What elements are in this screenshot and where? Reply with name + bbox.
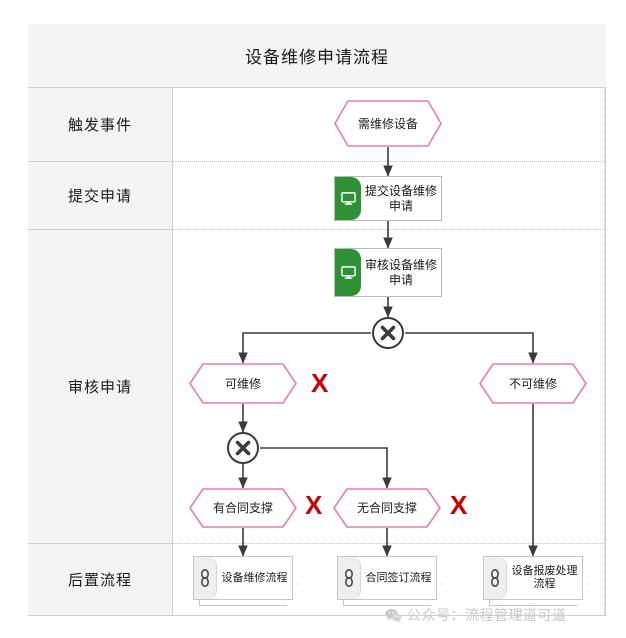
x-mark-no-contract: X xyxy=(450,490,468,520)
node-subprocess-repair-label: 设备维修流程 xyxy=(221,571,288,584)
node-subprocess-repair[interactable]: 设备维修流程 xyxy=(193,556,299,606)
x-mark-repairable: X xyxy=(311,368,329,398)
node-subprocess-contract-label: 合同签订流程 xyxy=(365,571,432,584)
page-title: 设备维修申请流程 xyxy=(245,48,389,67)
monitor-icon xyxy=(340,192,356,205)
hexagon-shape xyxy=(333,488,441,528)
node-gateway-1[interactable] xyxy=(372,317,404,349)
gateway-x-icon xyxy=(235,440,251,456)
node-task-review-label: 审核设备维修申请 xyxy=(365,257,438,287)
task-accent-band xyxy=(335,177,361,220)
link-icon xyxy=(490,569,500,587)
lane-body-trigger xyxy=(173,88,605,162)
task-accent-band xyxy=(335,249,361,296)
node-condition-has-contract-label: 有合同支撑 xyxy=(212,501,273,515)
hexagon-shape xyxy=(334,100,442,147)
node-subprocess-contract[interactable]: 合同签订流程 xyxy=(337,556,443,606)
node-condition-no-contract-label: 无合同支撑 xyxy=(356,501,417,515)
node-condition-repairable-label: 可维修 xyxy=(224,376,261,391)
node-subprocess-scrap[interactable]: 设备报废处理流程 xyxy=(483,556,589,606)
subprocess-accent-band xyxy=(484,557,507,599)
node-gateway-2[interactable] xyxy=(227,432,259,464)
node-task-submit-label: 提交设备维修申请 xyxy=(365,183,438,213)
node-start-event[interactable]: 需维修设备 xyxy=(334,100,442,147)
node-task-submit[interactable]: 提交设备维修申请 xyxy=(334,176,442,221)
lane-label-trigger: 触发事件 xyxy=(28,88,173,162)
subprocess-accent-band xyxy=(338,557,361,599)
lane-body-submit xyxy=(173,162,605,230)
hexagon-shape xyxy=(189,363,297,404)
node-start-event-label: 需维修设备 xyxy=(357,116,418,131)
node-condition-no-contract[interactable]: 无合同支撑 xyxy=(333,488,441,528)
lane-right-divider xyxy=(604,88,605,615)
node-subprocess-scrap-label: 设备报废处理流程 xyxy=(511,565,578,590)
gateway-x-icon xyxy=(380,325,396,341)
node-condition-repairable[interactable]: 可维修 xyxy=(189,363,297,404)
node-condition-not-repairable[interactable]: 不可维修 xyxy=(479,363,587,404)
watermark: 公众号：流程管理道可道 xyxy=(385,605,567,625)
lane-label-submit: 提交申请 xyxy=(28,162,173,230)
lane-label-review: 审核申请 xyxy=(28,230,173,544)
wechat-icon xyxy=(385,608,402,622)
subprocess-body: 设备维修流程 xyxy=(193,556,293,600)
lane-body-review xyxy=(173,230,605,544)
hexagon-shape xyxy=(479,363,587,404)
subprocess-body: 设备报废处理流程 xyxy=(483,556,583,600)
hexagon-shape xyxy=(189,488,297,528)
subprocess-accent-band xyxy=(194,557,217,599)
monitor-icon xyxy=(340,266,356,279)
link-icon xyxy=(344,569,354,587)
node-condition-has-contract[interactable]: 有合同支撑 xyxy=(189,488,297,528)
watermark-text: 公众号：流程管理道可道 xyxy=(407,607,567,623)
node-task-review[interactable]: 审核设备维修申请 xyxy=(334,248,442,297)
subprocess-body: 合同签订流程 xyxy=(337,556,437,600)
link-icon xyxy=(200,569,210,587)
node-condition-not-repairable-label: 不可维修 xyxy=(508,376,557,391)
lane-label-post: 后置流程 xyxy=(28,544,173,615)
diagram-title-row: 设备维修申请流程 xyxy=(28,24,606,88)
x-mark-has-contract: X xyxy=(305,490,323,520)
